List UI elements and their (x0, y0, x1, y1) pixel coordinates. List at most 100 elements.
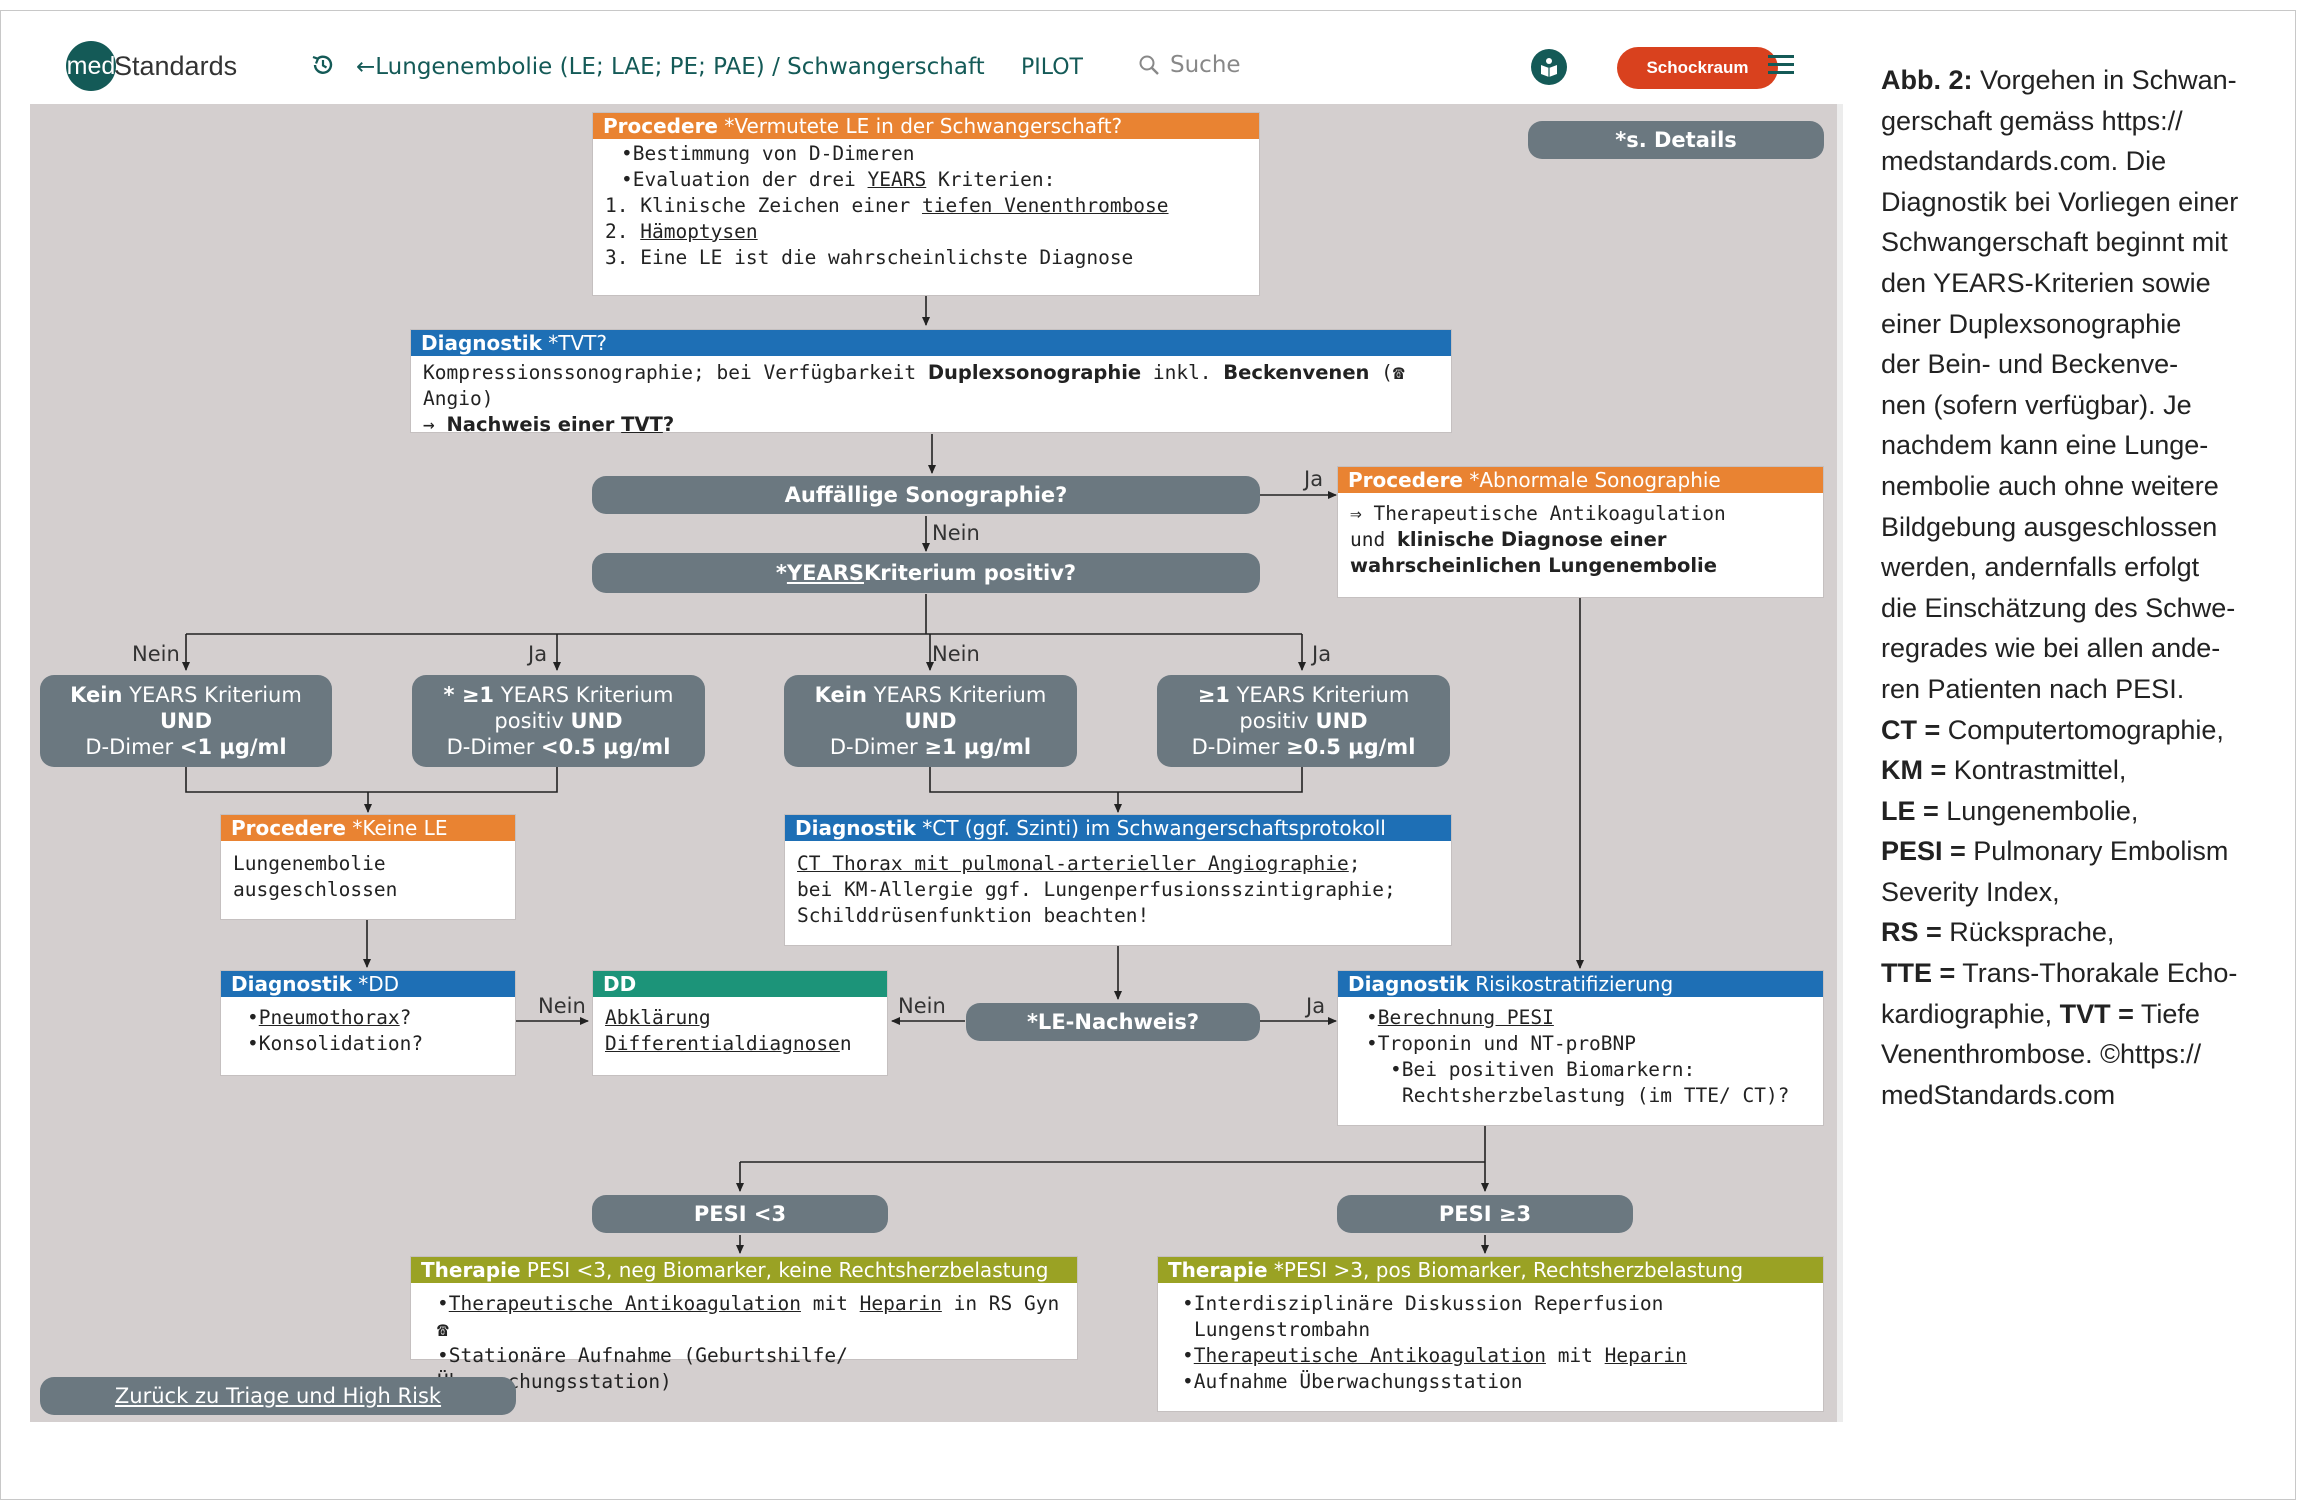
text-line: bei KM-Allergie ggf. Lungenperfusionsszi… (797, 878, 1396, 901)
ge1-years-ge05-node[interactable]: ≥1 YEARS Kriterium positiv UND D-Dimer ≥… (1157, 675, 1450, 767)
box-header: DD (593, 971, 887, 997)
list-item: 2. Hämoptysen (605, 220, 758, 243)
list-item: •Therapeutische Antikoagulation mit Hepa… (1182, 1344, 1687, 1367)
caption-abbr: PESI = Pulmonary Embolism (1881, 836, 2229, 867)
diagnostik-ct-box: Diagnostik *CT (ggf. Szinti) im Schwange… (784, 814, 1452, 946)
logo-med-text: med (66, 51, 116, 80)
logo-standards-text: Standards (114, 50, 238, 81)
caption-line: medstandards.com. Die (1881, 146, 2167, 177)
text-line: ⇒ Therapeutische Antikoagulation (1350, 502, 1726, 525)
caption-line: Venenthrombose. ©https:// (1881, 1039, 2202, 1070)
caption-line: regrades wie bei allen ande- (1881, 633, 2221, 664)
list-item: •Therapeutische Antikoagulation mit Hepa… (437, 1292, 1060, 1341)
details-button[interactable]: *s. Details (1528, 121, 1824, 159)
diagnostik-dd-box: Diagnostik *DD •Pneumothorax? •Konsolida… (220, 970, 516, 1076)
caption-line: gerschaft gemäss https:// (1881, 105, 2183, 136)
pilot-label[interactable]: PILOT (1021, 55, 1083, 80)
tvt-link[interactable]: tiefen Venenthrombose (921, 194, 1169, 217)
schockraum-button[interactable]: Schockraum (1617, 47, 1778, 89)
list-item: •Bestimmung von D-Dimeren (621, 142, 915, 165)
caption-line: Severity Index, (1881, 876, 2060, 907)
caption-line: Schwangerschaft beginnt mit (1881, 227, 2228, 258)
box-header: Procedere *Keine LE (221, 815, 515, 841)
zurueck-triage-button[interactable]: Zurück zu Triage und High Risk (40, 1377, 516, 1415)
book-reader-button[interactable] (1531, 49, 1567, 85)
list-item: •Troponin und NT-proBNP (1366, 1032, 1637, 1055)
ct-thorax-link[interactable]: CT Thorax mit pulmonal-arterieller Angio… (797, 852, 1349, 875)
haemoptysen-link[interactable]: Hämoptysen (640, 220, 758, 243)
box-header: Therapie PESI <3, neg Biomarker, keine R… (411, 1257, 1077, 1283)
list-item: •Aufnahme Überwachungsstation (1182, 1370, 1523, 1393)
caption-line: nachdem kann eine Lunge- (1881, 430, 2209, 461)
pesi-lt3-node[interactable]: PESI <3 (592, 1195, 888, 1233)
search-placeholder: Suche (1170, 52, 1241, 78)
caption-abbr: kardiographie, TVT = Tiefe (1881, 998, 2200, 1029)
box-header: Therapie *PESI >3, pos Biomarker, Rechts… (1158, 1257, 1823, 1283)
list-item: •Evaluation der drei YEARS Kriterien: (621, 168, 1056, 191)
procedere-keine-le-box: Procedere *Keine LE Lungenembolie ausges… (220, 814, 516, 920)
caption-line: ren Patienten nach PESI. (1881, 673, 2185, 704)
list-item: Rechtsherzbelastung (im TTE/ CT)? (1402, 1084, 1790, 1107)
list-item: •Interdisziplinäre Diskussion Reperfusio… (1182, 1292, 1664, 1315)
breadcrumb[interactable]: ←Lungenembolie (LE; LAE; PE; PAE) / Schw… (356, 54, 985, 80)
heparin-link-2[interactable]: Heparin (1604, 1344, 1687, 1367)
auffaellige-sonographie-decision[interactable]: Auffällige Sonographie? (592, 476, 1260, 514)
kein-years-lt1-node[interactable]: Kein YEARS Kriterium UND D-Dimer <1 µg/m… (40, 675, 332, 767)
box-body: Lungenembolie ausgeschlossen (221, 841, 515, 911)
diagnostik-tvt-box: Diagnostik *TVT? Kompressionssonographie… (410, 329, 1452, 436)
kein-years-ge1-node[interactable]: Kein YEARS Kriterium UND D-Dimer ≥1 µg/m… (784, 675, 1077, 767)
caption-abbr: LE = Lungenembolie, (1881, 795, 2139, 826)
box-body: Abklärung Differentialdiagnosen (593, 997, 887, 1065)
history-icon[interactable] (310, 52, 336, 78)
list-item: •Bei positiven Biomarkern: (1390, 1058, 1696, 1081)
medstandards-logo[interactable]: med Standards (66, 40, 237, 92)
berechnung-pesi-link[interactable]: Berechnung PESI (1377, 1006, 1554, 1029)
box-body: Kompressionssonographie; bei Verfügbarke… (411, 356, 1451, 446)
ge1-years-lt05-node[interactable]: * ≥1 YEARS Kriterium positiv UND D-Dimer… (412, 675, 705, 767)
differentialdiagnose-link[interactable]: Differentialdiagnose (605, 1032, 840, 1055)
figure-caption: Abb. 2: Vorgehen in Schwan- gerschaft ge… (1881, 60, 2281, 1115)
heparin-link[interactable]: Heparin (859, 1292, 942, 1315)
pneumothorax-link[interactable]: Pneumothorax (258, 1006, 400, 1029)
years-link[interactable]: YEARS (867, 168, 927, 191)
years-kriterium-decision[interactable]: *YEARS Kriterium positiv? (592, 553, 1260, 593)
procedere-vermutete-le-box: Procedere *Vermutete LE in der Schwanger… (592, 112, 1260, 296)
caption-line: nembolie auch ohne weitere (1881, 470, 2219, 501)
caption-abbr: KM = Kontrastmittel, (1881, 755, 2127, 786)
box-header: Procedere *Abnormale Sonographie (1338, 467, 1823, 493)
pesi-ge3-node[interactable]: PESI ≥3 (1337, 1195, 1633, 1233)
text-line: wahrscheinlichen Lungenembolie (1350, 554, 1717, 577)
caption-abbr: CT = Computertomographie, (1881, 714, 2224, 745)
box-body: •Interdisziplinäre Diskussion Reperfusio… (1158, 1283, 1823, 1403)
text-line: ausgeschlossen (233, 878, 398, 901)
le-nachweis-decision[interactable]: *LE-Nachweis? (966, 1003, 1260, 1041)
text-line: Lungenembolie (233, 852, 386, 875)
antikoagulation-link[interactable]: Therapeutische Antikoagulation (448, 1292, 801, 1315)
box-body: ⇒ Therapeutische Antikoagulation und kli… (1338, 493, 1823, 587)
box-header: Procedere *Vermutete LE in der Schwanger… (593, 113, 1259, 139)
procedere-abnormale-sono-box: Procedere *Abnormale Sonographie ⇒ Thera… (1337, 466, 1824, 598)
text-line: Abklärung (605, 1005, 875, 1031)
text-line: Kompressionssonographie; bei Verfügbarke… (423, 361, 1405, 410)
caption-line: nen (sofern verfügbar). Je (1881, 389, 2192, 420)
text-line: Differentialdiagnosen (605, 1032, 852, 1055)
diagnostik-risikostratifizierung-box: Diagnostik Risikostratifizierung •Berech… (1337, 970, 1824, 1126)
caption-line: medStandards.com (1881, 1079, 2116, 1110)
caption-line: einer Duplexsonographie (1881, 308, 2182, 339)
flowchart-scrollbar-track[interactable] (1837, 104, 1843, 1422)
dd-box: DD Abklärung Differentialdiagnosen (592, 970, 888, 1076)
list-item: •Pneumothorax? (247, 1006, 412, 1029)
caption-line: der Bein- und Beckenve- (1881, 349, 2179, 380)
box-body: •Bestimmung von D-Dimeren •Evaluation de… (593, 139, 1259, 279)
caption-line: Bildgebung ausgeschlossen (1881, 511, 2218, 542)
figure-frame (0, 10, 2296, 1500)
antikoagulation-link-2[interactable]: Therapeutische Antikoagulation (1193, 1344, 1546, 1367)
list-item: •Konsolidation? (247, 1032, 424, 1055)
search-field[interactable]: Suche (1138, 52, 1241, 78)
box-header: Diagnostik *CT (ggf. Szinti) im Schwange… (785, 815, 1451, 841)
text-line: Schilddrüsenfunktion beachten! (797, 904, 1150, 927)
hamburger-menu-icon[interactable] (1768, 55, 1794, 75)
abklaerung-link[interactable]: Abklärung (605, 1006, 711, 1029)
box-body: •Pneumothorax? •Konsolidation? (221, 997, 515, 1065)
caption-line: den YEARS-Kriterien sowie (1881, 267, 2211, 298)
